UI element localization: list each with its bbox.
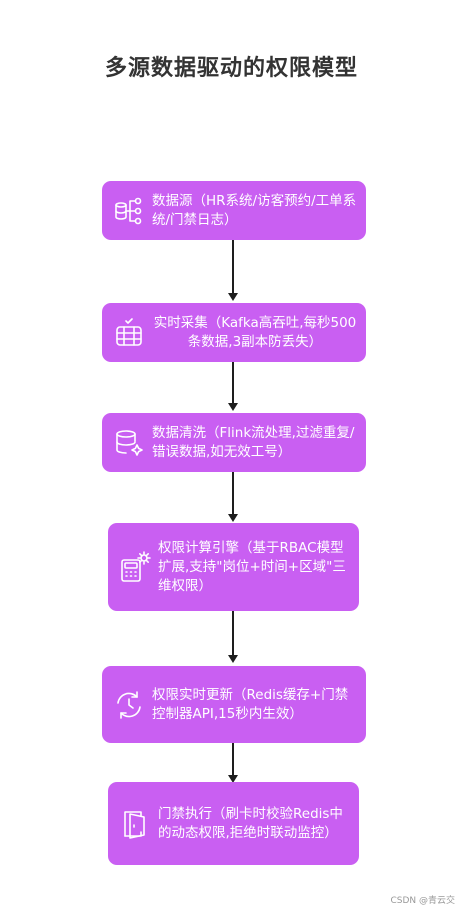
arrowhead-5	[228, 775, 238, 783]
data-collection-icon	[112, 316, 146, 350]
watermark: CSDN @青云交	[390, 896, 455, 906]
connector-5	[232, 743, 234, 776]
node-access-execution: 门禁执行（刷卡时校验Redis中的动态权限,拒绝时联动监控）	[108, 782, 359, 865]
node-label: 实时采集（Kafka高吞吐,每秒500条数据,3副本防丢失）	[153, 314, 357, 350]
node-label: 门禁执行（刷卡时校验Redis中的动态权限,拒绝时联动监控）	[158, 805, 343, 841]
node-realtime-collection: 实时采集（Kafka高吞吐,每秒500条数据,3副本防丢失）	[102, 303, 366, 362]
database-clean-icon	[112, 426, 146, 460]
arrowhead-4	[228, 655, 238, 663]
node-label: 数据清洗（Flink流处理,过滤重复/错误数据,如无效工号）	[152, 424, 355, 460]
refresh-clock-icon	[112, 688, 146, 722]
node-label: 数据源（HR系统/访客预约/工单系统/门禁日志）	[152, 192, 357, 228]
connector-1	[232, 240, 234, 294]
arrowhead-3	[228, 514, 238, 522]
database-network-icon	[112, 194, 146, 228]
connector-2	[232, 362, 234, 404]
node-permission-update: 权限实时更新（Redis缓存+门禁控制器API,15秒内生效）	[102, 666, 366, 743]
node-data-cleaning: 数据清洗（Flink流处理,过滤重复/错误数据,如无效工号）	[102, 413, 366, 472]
connector-4	[232, 611, 234, 656]
calculator-gear-icon	[118, 550, 152, 584]
node-permission-engine: 权限计算引擎（基于RBAC模型扩展,支持"岗位+时间+区域"三维权限）	[108, 523, 359, 611]
node-label: 权限实时更新（Redis缓存+门禁控制器API,15秒内生效）	[152, 686, 349, 722]
arrowhead-2	[228, 403, 238, 411]
diagram-title: 多源数据驱动的权限模型	[104, 56, 358, 81]
arrowhead-1	[228, 293, 238, 301]
door-icon	[118, 807, 152, 841]
node-label: 权限计算引擎（基于RBAC模型扩展,支持"岗位+时间+区域"三维权限）	[158, 539, 346, 594]
node-data-source: 数据源（HR系统/访客预约/工单系统/门禁日志）	[102, 181, 366, 240]
connector-3	[232, 472, 234, 515]
